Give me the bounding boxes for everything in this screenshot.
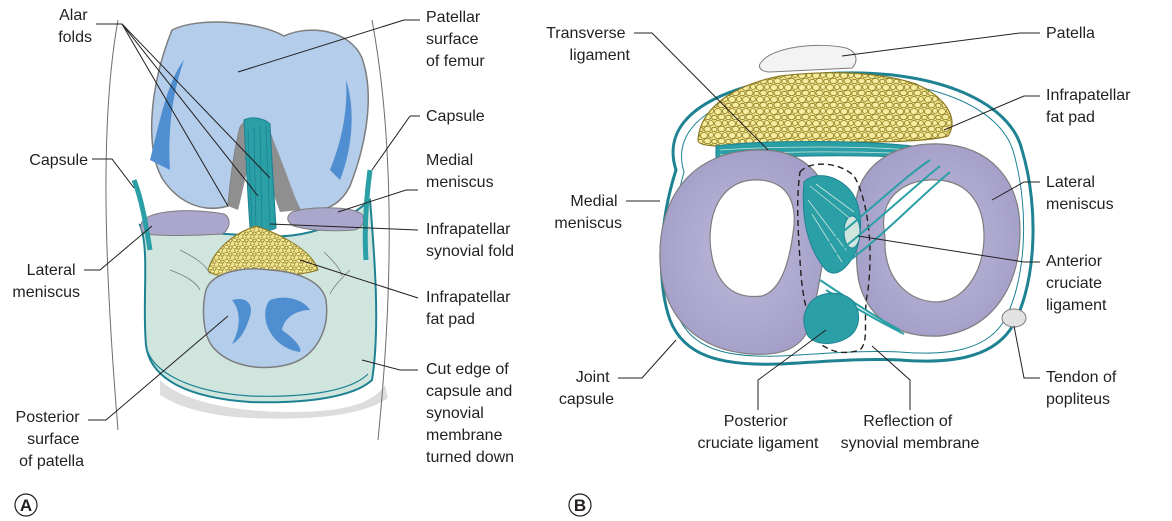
infrapatellar-fat-pad-b xyxy=(698,73,952,146)
tendon-of-popliteus xyxy=(1002,309,1026,327)
patella-b xyxy=(759,45,855,72)
label-patella: Patella xyxy=(1046,25,1095,42)
label-alar-folds: Alar folds xyxy=(58,7,92,46)
label-tendon-of-popliteus: Tendon of popliteus xyxy=(1046,369,1121,408)
panel-b xyxy=(618,33,1040,410)
panel-b-marker: B xyxy=(574,496,586,515)
label-capsule-right: Capsule xyxy=(426,108,485,125)
label-medial-meniscus-a: Medial meniscus xyxy=(426,152,494,191)
label-anterior-cruciate-ligament: Anterior cruciate ligament xyxy=(1046,253,1107,314)
patella-posterior-surface xyxy=(204,269,327,368)
label-lateral-meniscus-a: Lateral meniscus xyxy=(12,262,80,301)
label-joint-capsule: Joint capsule xyxy=(559,369,614,408)
limb-outline-left xyxy=(106,20,118,430)
label-infrapatellar-synovial-fold: Infrapatellar synovial fold xyxy=(426,221,515,260)
panel-a xyxy=(84,20,420,440)
label-transverse-ligament: Transverse ligament xyxy=(546,25,630,64)
acl-attachment xyxy=(844,216,860,248)
label-infrapatellar-fat-pad-b: Infrapatellar fat pad xyxy=(1046,87,1135,126)
label-posterior-cruciate-ligament: Posterior cruciate ligament xyxy=(698,413,820,452)
label-cut-edge: Cut edge of capsule and synovial membran… xyxy=(426,361,517,466)
panel-a-marker: A xyxy=(20,496,32,515)
label-lateral-meniscus-b: Lateral meniscus xyxy=(1046,174,1114,213)
label-infrapatellar-fat-pad-a: Infrapatellar fat pad xyxy=(426,289,515,328)
lateral-meniscus-a xyxy=(141,211,229,236)
posterior-cruciate-ligament xyxy=(804,293,859,343)
label-capsule-left: Capsule xyxy=(29,152,88,169)
label-patellar-surface-of-femur: Patellar surface of femur xyxy=(426,9,485,70)
limb-outline-right xyxy=(372,20,389,440)
label-reflection-of-synovial-membrane: Reflection of synovial membrane xyxy=(841,413,980,452)
label-medial-meniscus-b: Medial meniscus xyxy=(554,193,622,232)
label-posterior-surface-of-patella: Posterior surface of patella xyxy=(16,409,85,470)
